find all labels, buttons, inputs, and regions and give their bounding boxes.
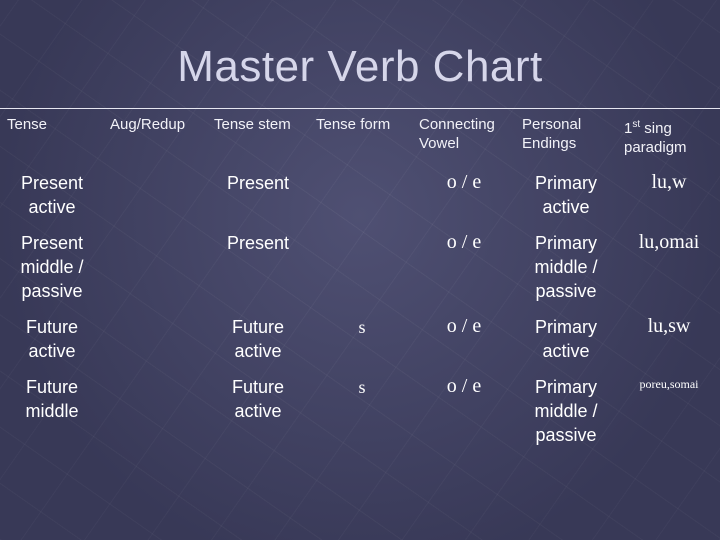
- personal-endings-cell: Primary middle / passive: [534, 233, 598, 301]
- tense-form-cell: s: [358, 317, 366, 337]
- header-tense: Tense: [7, 116, 48, 133]
- connecting-vowel-cell: o / e: [446, 315, 482, 337]
- personal-endings-cell: Primary active: [535, 317, 597, 361]
- paradigm-cell: lu,sw: [647, 315, 691, 337]
- table-row: Future active Future active s o / e Prim…: [0, 307, 720, 367]
- tense-cell: Future middle: [25, 377, 79, 421]
- connecting-vowel-cell: o / e: [446, 231, 482, 253]
- personal-endings-cell: Primary middle / passive: [534, 377, 598, 445]
- header-personal-endings: Personal Endings: [522, 116, 582, 152]
- paradigm-cell: lu,w: [651, 171, 687, 193]
- verb-chart-table: Tense Aug/Redup Tense stem Tense form Co…: [0, 108, 720, 445]
- tense-cell: Present middle / passive: [20, 233, 84, 301]
- table-row: Future middle Future active s o / e Prim…: [0, 367, 720, 445]
- slide-title: Master Verb Chart: [177, 42, 543, 91]
- header-row: Tense Aug/Redup Tense stem Tense form Co…: [0, 108, 720, 163]
- header-paradigm-number: 1: [624, 120, 633, 137]
- header-aug-redup: Aug/Redup: [110, 116, 186, 133]
- aug-redup-cell: [104, 367, 206, 375]
- connecting-vowel-cell: o / e: [446, 375, 482, 397]
- tense-stem-cell: Present: [226, 233, 290, 253]
- table-row: Present middle / passive Present o / e P…: [0, 223, 720, 307]
- tense-cell: Future active: [25, 317, 79, 361]
- personal-endings-cell: Primary active: [535, 173, 597, 217]
- aug-redup-cell: [104, 163, 206, 171]
- header-paradigm-label: sing paradigm: [624, 120, 687, 156]
- header-paradigm: 1st sing paradigm: [618, 109, 720, 157]
- aug-redup-cell: [104, 307, 206, 315]
- aug-redup-cell: [104, 223, 206, 231]
- paradigm-cell: lu,omai: [638, 231, 700, 253]
- tense-stem-cell: Future active: [231, 377, 285, 421]
- header-tense-stem: Tense stem: [214, 116, 291, 133]
- paradigm-cell: poreu,somai: [639, 377, 699, 391]
- header-tense-form: Tense form: [316, 116, 391, 133]
- header-connecting-vowel: Connecting Vowel: [419, 116, 495, 152]
- tense-form-cell: [310, 163, 414, 173]
- table-row: Present active Present o / e Primary act…: [0, 163, 720, 223]
- tense-cell: Present active: [20, 173, 84, 217]
- tense-stem-cell: Future active: [231, 317, 285, 361]
- header-paradigm-ordinal: st: [632, 119, 641, 130]
- tense-form-cell: [310, 223, 414, 233]
- tense-stem-cell: Present: [226, 173, 290, 193]
- tense-form-cell: s: [358, 377, 366, 397]
- connecting-vowel-cell: o / e: [446, 171, 482, 193]
